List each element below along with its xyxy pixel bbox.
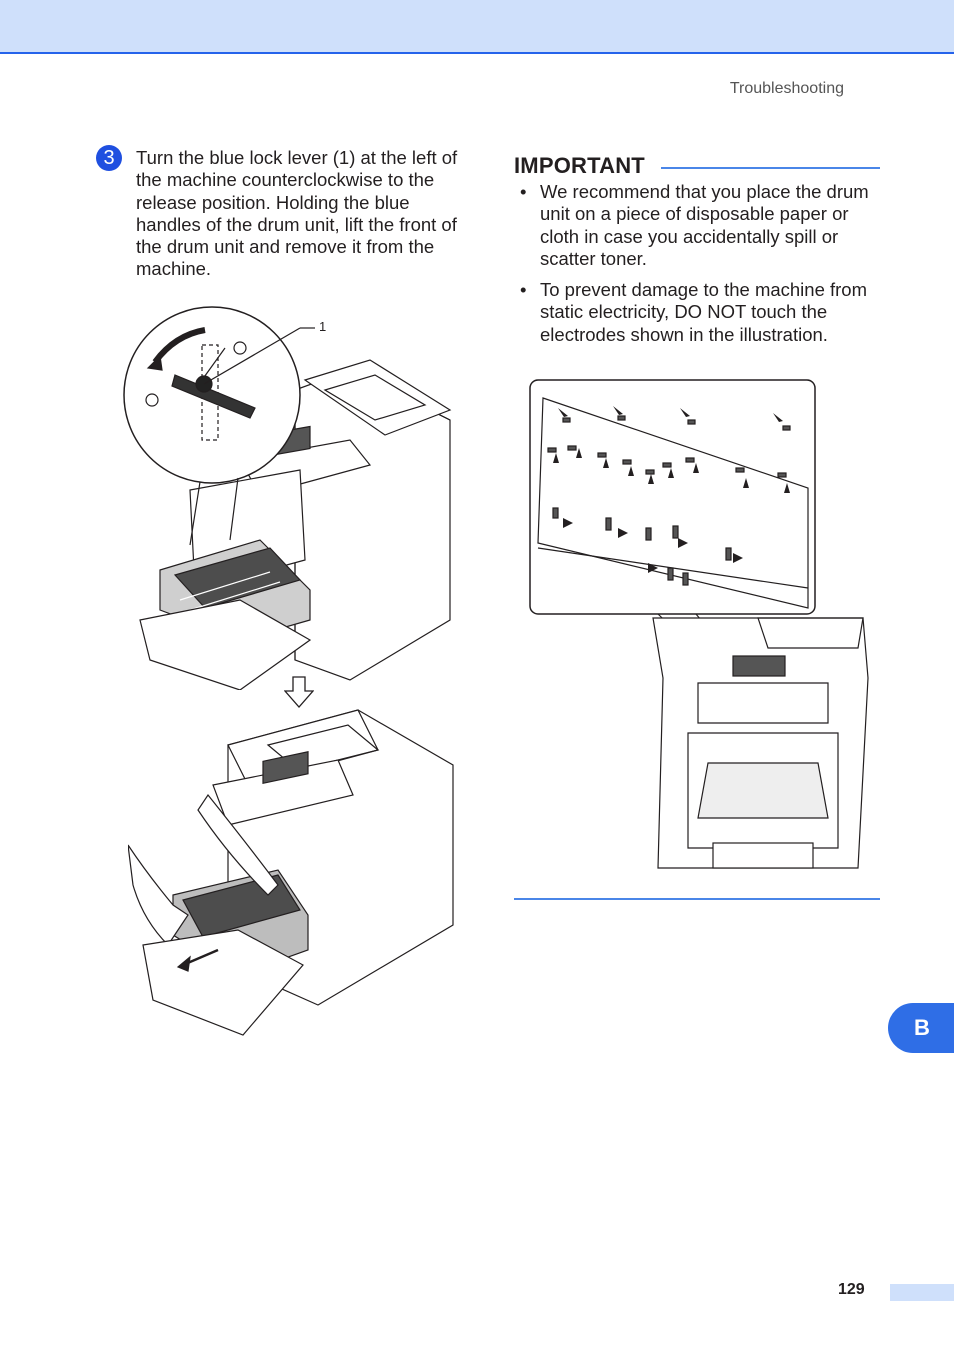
bullet-glyph: • xyxy=(520,181,527,202)
remove-drum-illustration xyxy=(128,709,454,1036)
section-title: Troubleshooting xyxy=(729,80,844,97)
important-item-text: To prevent damage to the machine from st… xyxy=(540,279,868,345)
important-list: • We recommend that you place the drum u… xyxy=(514,181,880,355)
down-arrow-icon xyxy=(284,676,314,708)
step-number-badge: 3 xyxy=(96,145,122,171)
lock-lever-illustration: 1 xyxy=(123,306,452,690)
page-number: 129 xyxy=(838,1281,865,1298)
bullet-glyph: • xyxy=(520,279,527,301)
header-band xyxy=(0,0,954,54)
important-end-rule xyxy=(514,898,880,900)
step-instruction: Turn the blue lock lever (1) at the left… xyxy=(136,147,458,280)
footer-tab xyxy=(890,1284,954,1301)
important-item: • We recommend that you place the drum u… xyxy=(514,181,880,270)
important-heading: IMPORTANT xyxy=(514,153,645,178)
electrodes-illustration xyxy=(529,379,869,869)
important-item-text: We recommend that you place the drum uni… xyxy=(540,181,869,269)
important-item: • To prevent damage to the machine from … xyxy=(514,279,880,346)
callout-number: 1 xyxy=(319,319,326,334)
important-heading-rule xyxy=(661,167,880,169)
appendix-tab: B xyxy=(888,1003,954,1053)
